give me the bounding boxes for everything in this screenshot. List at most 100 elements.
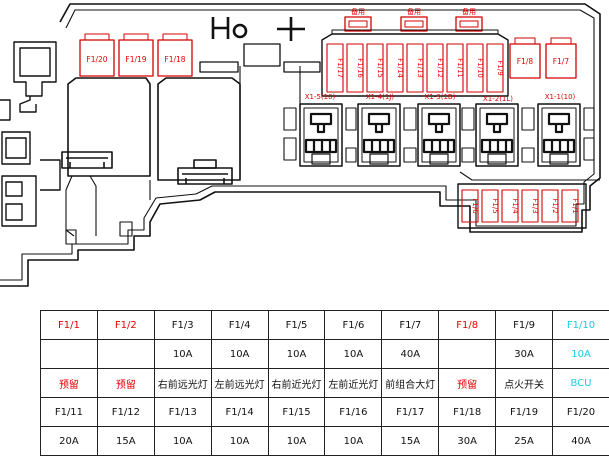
relay-label: X1-2(1L) [483, 95, 513, 103]
left-mount-clips [0, 42, 60, 226]
relay-sockets [300, 104, 580, 166]
fuse-label: F1/1 [571, 198, 579, 213]
table-cell [97, 340, 154, 369]
lower-fuse-labels: F1/6 F1/5 F1/4 F1/3 F1/2 F1/1 [471, 198, 579, 214]
fuse-label: F1/3 [531, 198, 539, 213]
fuse-box-diagram: 备用 备用 备用 F1/17 F1/16 F1/15 F1/14 F1/13 F… [0, 0, 609, 300]
table-cell: 15A [97, 427, 154, 456]
table-cell: 40A [382, 340, 439, 369]
table-cell: 预留 [439, 369, 496, 398]
table-cell [439, 340, 496, 369]
table-cell: F1/6 [325, 311, 382, 340]
table-cell: 10A [325, 427, 382, 456]
relay-label: X1-1(10) [545, 93, 576, 101]
spare-label: 备用 [351, 7, 365, 16]
relay-socket [300, 104, 342, 166]
table-cell: 10A [211, 427, 268, 456]
spare-label: 备用 [407, 7, 421, 16]
table-cell: 前组合大灯 [382, 369, 439, 398]
table-cell: F1/7 [382, 311, 439, 340]
fuse-label: F1/17 [336, 58, 344, 78]
relay-socket [538, 104, 580, 166]
table-cell: F1/9 [496, 311, 553, 340]
spare-labels: 备用 备用 备用 [351, 7, 476, 16]
table-cell [41, 340, 98, 369]
table-cell: 右前远光灯 [154, 369, 211, 398]
table-cell: 10A [325, 340, 382, 369]
fuse-label: F1/9 [496, 60, 504, 75]
table-cell: 10A [154, 340, 211, 369]
right-fuse-labels: F1/8 F1/7 [517, 57, 570, 66]
relay-socket [476, 104, 518, 166]
small-fuse-labels: F1/17 F1/16 F1/15 F1/14 F1/13 F1/12 F1/1… [336, 58, 504, 78]
left-fuse-labels: F1/20 F1/19 F1/18 [86, 55, 185, 64]
table-cell: F1/17 [382, 398, 439, 427]
relay-socket [358, 104, 400, 166]
table-cell: 右前近光灯 [268, 369, 325, 398]
table-cell: 10A [268, 340, 325, 369]
polarity-symbols [213, 17, 305, 41]
compartment-mid [158, 78, 240, 180]
table-cell: F1/13 [154, 398, 211, 427]
table-cell: F1/2 [97, 311, 154, 340]
table-cell: 15A [382, 427, 439, 456]
table-cell: F1/15 [268, 398, 325, 427]
fuse-label: F1/5 [491, 198, 499, 213]
fuse-label: F1/2 [551, 198, 559, 213]
fuse-label: F1/15 [376, 58, 384, 78]
fuse-label: F1/11 [456, 58, 464, 78]
fuse-label: F1/19 [125, 55, 146, 64]
table-cell: F1/20 [553, 398, 609, 427]
relay-label: X1-3(1B) [425, 93, 456, 101]
table-cell: F1/16 [325, 398, 382, 427]
table-cell: 10A [211, 340, 268, 369]
spare-slots [345, 17, 482, 31]
table-cell: F1/14 [211, 398, 268, 427]
table-cell: F1/10 [553, 311, 609, 340]
table-cell: 预留 [41, 369, 98, 398]
fuse-label: F1/18 [164, 55, 185, 64]
housing-inner-outline [0, 10, 594, 280]
spare-label: 备用 [462, 7, 476, 16]
table-cell: F1/12 [97, 398, 154, 427]
table-cell: BCU [553, 369, 609, 398]
table-cell: 左前近光灯 [325, 369, 382, 398]
table-cell: F1/11 [41, 398, 98, 427]
fuse-label: F1/16 [356, 58, 364, 78]
table-cell: 20A [41, 427, 98, 456]
fuse-label: F1/14 [396, 58, 404, 78]
relay-label: X1-5(10) [305, 93, 336, 101]
table-cell: 10A [553, 340, 609, 369]
table-cell: 40A [553, 427, 609, 456]
nubs [200, 44, 320, 72]
table-cell: F1/4 [211, 311, 268, 340]
table-cell: 10A [154, 427, 211, 456]
fuse-label: F1/6 [471, 198, 479, 214]
table-cell: 预留 [97, 369, 154, 398]
fuse-label: F1/13 [416, 58, 424, 78]
fuse-label: F1/12 [436, 58, 444, 78]
fuse-label: F1/20 [86, 55, 107, 64]
table-cell: 25A [496, 427, 553, 456]
fuse-label: F1/8 [517, 57, 534, 66]
table-cell: 点火开关 [496, 369, 553, 398]
table-cell: F1/18 [439, 398, 496, 427]
table-cell: 30A [496, 340, 553, 369]
fuse-label: F1/4 [511, 198, 519, 214]
fuse-label: F1/7 [553, 57, 570, 66]
table-cell: F1/5 [268, 311, 325, 340]
relay-labels: X1-5(10) X1-4(1J) X1-3(1B) X1-2(1L) X1-1… [305, 93, 576, 103]
table-cell: F1/8 [439, 311, 496, 340]
relay-label: X1-4(1J) [366, 93, 394, 101]
table-cell: 30A [439, 427, 496, 456]
fuse-label: F1/10 [476, 58, 484, 78]
table-cell: F1/1 [41, 311, 98, 340]
table-cell: 10A [268, 427, 325, 456]
